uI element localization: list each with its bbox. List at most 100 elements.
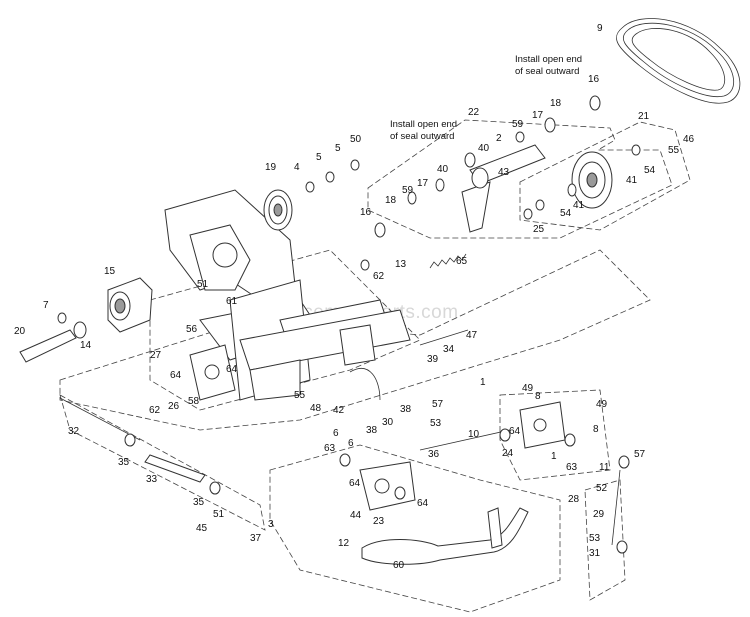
callout: 47 [466, 330, 478, 341]
callout: 14 [80, 340, 92, 351]
drive-belt [616, 18, 741, 104]
callout: 25 [533, 224, 545, 235]
callout: 37 [250, 533, 262, 544]
callout: 20 [14, 326, 26, 337]
bearing-housing-15 [107, 277, 153, 333]
callout: 39 [427, 354, 439, 365]
callout: 1 [551, 451, 557, 462]
callout: 23 [373, 516, 385, 527]
callout: 6 [348, 438, 354, 449]
callout: 59 [512, 119, 524, 130]
callout: 57 [432, 399, 444, 410]
callout: 17 [417, 178, 429, 189]
callout: 51 [213, 509, 225, 520]
callout: 33 [146, 474, 158, 485]
callout: 63 [324, 443, 336, 454]
callout: 65 [456, 256, 468, 267]
callout: 53 [430, 418, 442, 429]
callout: 64 [349, 478, 361, 489]
callout: 19 [265, 162, 277, 173]
shaft-20 [19, 321, 87, 363]
rod-group-boundary [584, 479, 626, 601]
callout: 46 [683, 134, 695, 145]
callout: 64 [417, 498, 429, 509]
callout: 56 [186, 324, 198, 335]
callout: 44 [350, 510, 362, 521]
callout: 4 [294, 162, 300, 173]
callout: 34 [443, 344, 455, 355]
callout: 38 [400, 404, 412, 415]
callout: 62 [149, 405, 161, 416]
callout: 18 [385, 195, 397, 206]
callout: 41 [573, 200, 585, 211]
callout-labels: 9 16 18 17 22 21 46 55 59 2 40 43 40 17 … [14, 23, 695, 571]
callout: 32 [68, 426, 80, 437]
callout: 2 [496, 133, 502, 144]
callout: 38 [366, 425, 378, 436]
callout: 55 [668, 145, 680, 156]
callout: 3 [268, 519, 274, 530]
callout: 8 [593, 424, 599, 435]
note-a-line-2: of seal outward [515, 66, 579, 77]
callout: 5 [316, 152, 322, 163]
callout: 26 [168, 401, 180, 412]
callout: 49 [596, 399, 608, 410]
callout: 22 [468, 107, 480, 118]
callout: 57 [634, 449, 646, 460]
callout: 51 [197, 279, 209, 290]
callout: 6 [333, 428, 339, 439]
callout: 28 [568, 494, 580, 505]
callout: 42 [333, 405, 345, 416]
callout: 54 [560, 208, 572, 219]
pulley-19 [263, 189, 293, 231]
callout: 10 [468, 429, 480, 440]
callout: 13 [395, 259, 407, 270]
callout: 53 [589, 533, 601, 544]
callout: 15 [104, 266, 116, 277]
callout: 62 [373, 271, 385, 282]
callout: 12 [338, 538, 350, 549]
idler-group-boundary [519, 121, 691, 231]
callout: 36 [428, 449, 440, 460]
install-notes: Install open end of seal outward Install… [390, 54, 582, 142]
callout: 9 [597, 23, 603, 34]
bracket-group-boundary [499, 389, 611, 481]
spring-rod-boundary [59, 394, 266, 531]
rods-and-cables [59, 329, 621, 546]
callout: 5 [335, 143, 341, 154]
callout: 45 [196, 523, 208, 534]
callout: 29 [593, 509, 605, 520]
spring-65 [429, 253, 467, 269]
callout: 21 [638, 111, 650, 122]
pedal-group-boundary [269, 444, 561, 613]
callout: 64 [509, 426, 521, 437]
main-frame [164, 189, 411, 401]
callout: 48 [310, 403, 322, 414]
callout: 54 [644, 165, 656, 176]
callout: 31 [589, 548, 601, 559]
callout: 50 [350, 134, 362, 145]
callout: 8 [535, 391, 541, 402]
callout: 27 [150, 350, 162, 361]
callout: 18 [550, 98, 562, 109]
idler-pulley [571, 151, 613, 209]
callout: 40 [478, 143, 490, 154]
callout: 59 [402, 185, 414, 196]
callout: 1 [480, 377, 486, 388]
note-b-line-2: of seal outward [390, 131, 454, 142]
upper-arm-assembly [461, 144, 546, 233]
callout: 64 [226, 364, 238, 375]
callout: 63 [566, 462, 578, 473]
callout: 16 [588, 74, 600, 85]
bracket-24 [519, 401, 566, 449]
callout: 7 [43, 300, 49, 311]
callout: 41 [626, 175, 638, 186]
callout: 30 [382, 417, 394, 428]
callout: 40 [437, 164, 449, 175]
callout: 58 [188, 396, 200, 407]
callout: 55 [294, 390, 306, 401]
callout: 11 [599, 462, 610, 473]
pedal-assembly [361, 507, 529, 565]
